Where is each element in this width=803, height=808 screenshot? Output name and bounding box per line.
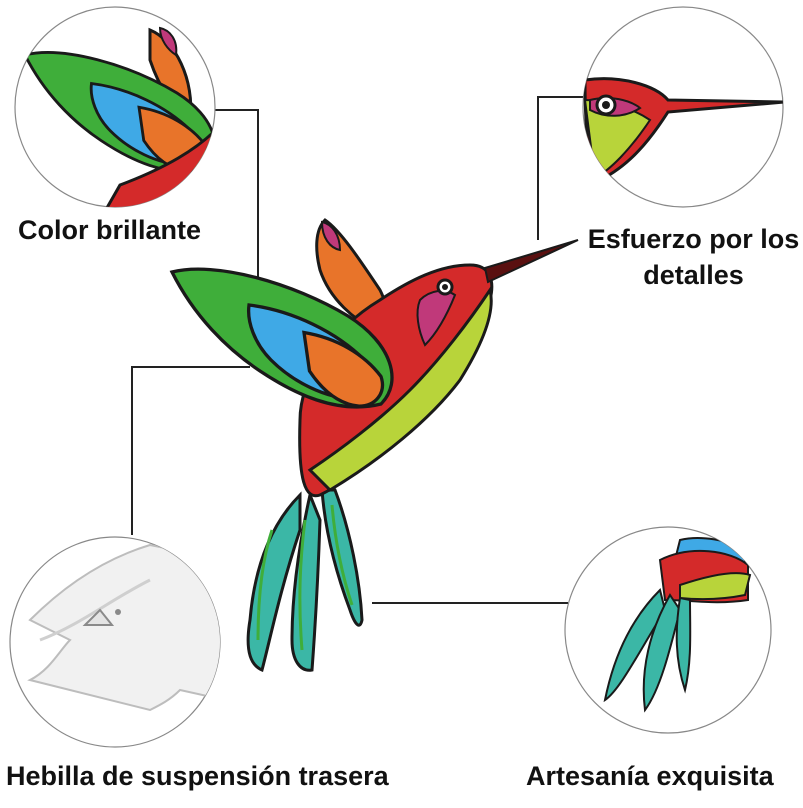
feature-label-detail: Esfuerzo por los detalles: [587, 224, 800, 290]
feature-label-craft: Artesanía exquisita: [526, 761, 774, 791]
feature-label-buckle: Hebilla de suspensión trasera: [6, 761, 389, 791]
beak-closeup: [582, 6, 784, 208]
connector-lines: [131, 96, 585, 604]
tail-closeup: [564, 526, 772, 734]
wing-closeup: [14, 6, 216, 208]
back-buckle-closeup: [9, 536, 221, 748]
feature-label-color: Color brillante: [18, 215, 202, 245]
hummingbird-icon: [170, 218, 579, 673]
